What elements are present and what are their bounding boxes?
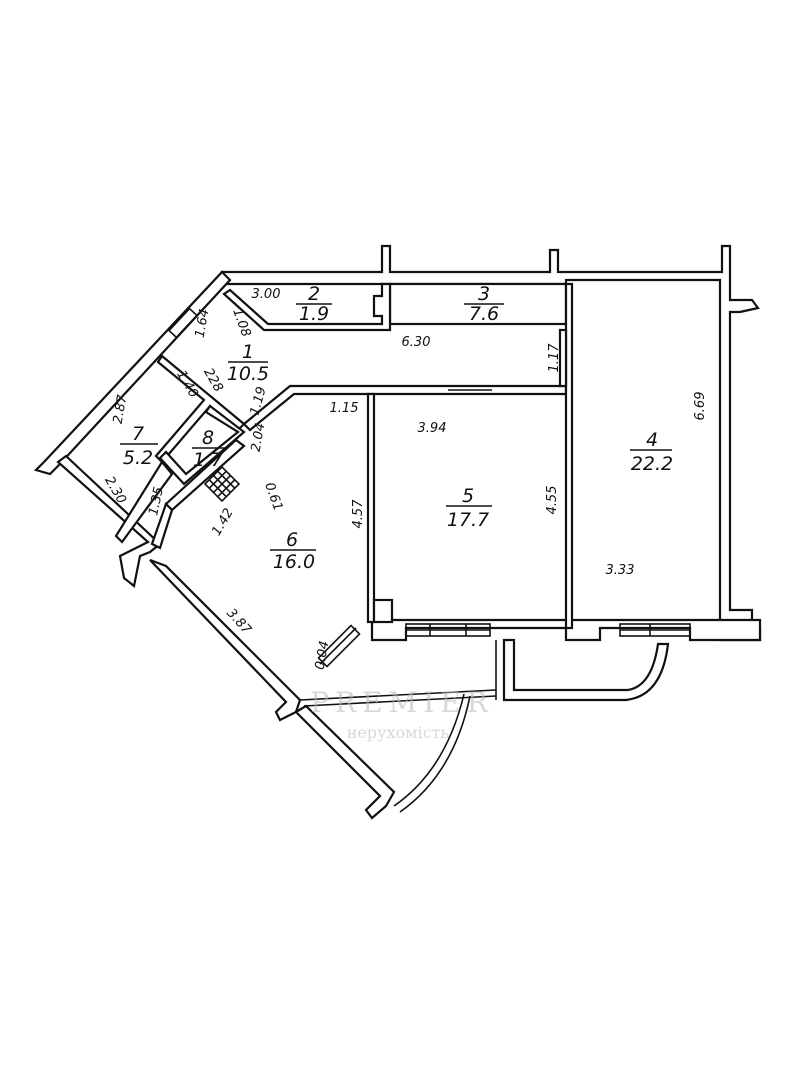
walls — [33, 244, 762, 820]
dim-label: 1.15 — [330, 401, 359, 416]
partition-room5-stub — [372, 598, 394, 624]
balcony-right — [502, 638, 670, 702]
dim-label: 6.30 — [402, 335, 431, 350]
partitions — [114, 282, 574, 630]
dim-label: 1.42 — [209, 506, 236, 539]
dim-label: 2.04 — [249, 422, 269, 453]
dim-label: 1.35 — [146, 486, 167, 517]
wall-lower-tail — [294, 704, 396, 820]
dim-label: 6.69 — [693, 392, 708, 421]
room-labels: 1 10.5 2 1.9 3 7.6 4 22.2 5 17.7 6 16.0 … — [120, 283, 673, 573]
room-2-number: 2 — [308, 283, 320, 305]
partition-room8 — [158, 404, 246, 486]
room-7-area: 5.2 — [123, 447, 153, 469]
dim-label: 0.04 — [313, 640, 333, 671]
dim-label: 4.57 — [351, 499, 366, 529]
dim-label: 2.87 — [111, 393, 131, 425]
dim-label: 1.40 — [173, 368, 200, 401]
room-3-area: 7.6 — [469, 303, 499, 325]
partition-room5-left — [366, 392, 376, 624]
wall-top — [220, 244, 762, 642]
watermark-tagline: нерухомість — [347, 723, 450, 742]
dim-label: 1.19 — [248, 385, 270, 417]
wall-left-lower — [56, 454, 162, 588]
dim-label: 1.17 — [547, 343, 562, 373]
dim-label: 0.61 — [261, 481, 285, 513]
room-8-area: 1.7 — [193, 449, 223, 471]
partition-room2 — [222, 282, 392, 332]
room-3-number: 3 — [478, 283, 490, 305]
balconies — [299, 638, 670, 813]
wall-bottom — [370, 618, 762, 642]
room-5-number: 5 — [462, 485, 474, 507]
ventilation-shaft — [203, 465, 241, 503]
watermark: PREMIER нерухомість — [310, 686, 494, 742]
room-5-area: 17.7 — [447, 509, 489, 531]
room-6-number: 6 — [286, 529, 298, 551]
dim-label: 3.33 — [606, 563, 635, 578]
wall-room6-bottom — [149, 558, 302, 722]
window-room7 — [167, 307, 199, 339]
room-7-number: 7 — [132, 423, 144, 445]
room-1-area: 10.5 — [227, 363, 269, 385]
partition-corridor-bottom — [242, 384, 568, 432]
room-2-area: 1.9 — [299, 303, 329, 325]
dim-label: 4.55 — [545, 486, 560, 515]
partition-room7-bottom — [114, 460, 174, 544]
room-4-area: 22.2 — [631, 453, 673, 475]
dim-label: 3.00 — [252, 287, 281, 302]
partition-room4-left — [564, 282, 574, 630]
watermark-brand: PREMIER — [310, 686, 494, 719]
room-8-number: 8 — [202, 427, 214, 449]
partition-room1-right — [558, 328, 568, 388]
room-6-area: 16.0 — [273, 551, 315, 573]
dim-label: 3.94 — [418, 421, 447, 436]
wall-upper-left-diagonal — [33, 270, 232, 476]
balcony-arc — [393, 693, 465, 807]
windows — [167, 307, 691, 668]
room-4-number: 4 — [646, 429, 658, 451]
partition-room6-lower-left — [150, 501, 174, 550]
dim-label: 1.64 — [193, 308, 213, 339]
room-1-number: 1 — [242, 341, 254, 363]
